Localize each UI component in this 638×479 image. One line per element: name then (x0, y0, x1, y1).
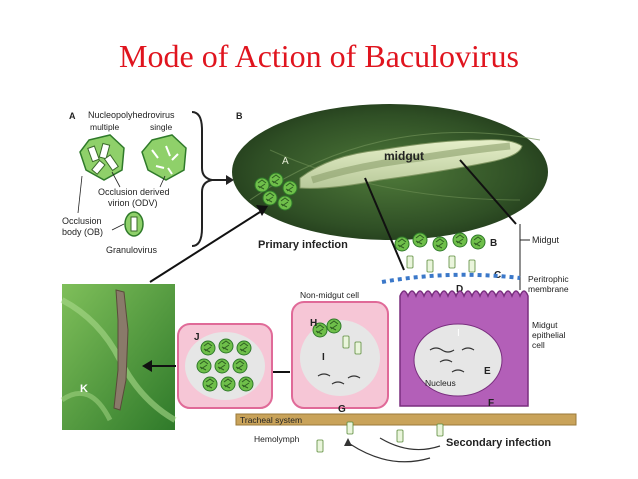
label-g: G (338, 404, 346, 415)
polyhedron-icon (254, 177, 270, 193)
peritrophic-membrane (381, 272, 521, 284)
midgut-label: midgut (384, 149, 424, 163)
peritrophic-label-line2: membrane (528, 284, 569, 294)
polyhedron-icon (262, 190, 278, 206)
non-midgut-cell-label: Non-midgut cell (300, 290, 359, 300)
virion-icon (316, 439, 324, 453)
panel-a: A Nucleopolyhedrovirus multiple single O… (62, 110, 234, 255)
label-k: K (80, 383, 88, 395)
polyhedron-icon (232, 358, 248, 374)
polyhedron-icon (277, 195, 293, 211)
odv-label-line1: Occlusion derived (98, 187, 170, 197)
panel-k-photo: K (60, 284, 177, 430)
label-c: C (494, 270, 501, 281)
epithelial-label-line1: Midgut (532, 320, 558, 330)
polyhedron-icon (214, 358, 230, 374)
primary-infection-label: Primary infection (258, 239, 348, 251)
polyhedron-icon (452, 232, 468, 248)
page-title: Mode of Action of Baculovirus (119, 38, 519, 74)
nucleus-label: Nucleus (425, 378, 456, 388)
odv-label-line2: virion (ODV) (108, 198, 158, 208)
polyhedron-icon (202, 376, 218, 392)
polyhedron-icon (326, 318, 342, 334)
epithelial-label-line3: cell (532, 340, 545, 350)
granulovirus-label: Granulovirus (106, 245, 158, 255)
nucleus (413, 323, 503, 397)
panel-a-letter: A (69, 111, 76, 121)
virion-icon (448, 255, 456, 269)
epithelial-label-line2: epithelial (532, 330, 566, 340)
label-e: E (484, 366, 491, 377)
virion-icon (406, 255, 414, 269)
hemolymph-label: Hemolymph (254, 434, 300, 444)
virion-icon (426, 259, 434, 273)
larva-letter-a: A (282, 156, 289, 167)
polyhedron-icon (196, 358, 212, 374)
polyhedron-icon (412, 232, 428, 248)
label-h: H (310, 318, 317, 329)
tracheal-system (235, 413, 577, 426)
ob-label-line1: Occlusion (62, 216, 102, 226)
midgut-right-label: Midgut (532, 235, 560, 245)
secondary-infection-label: Secondary infection (446, 437, 551, 449)
single-label: single (150, 122, 172, 132)
group-brace (191, 111, 213, 247)
larva-midgut (310, 142, 511, 184)
label-i-right: I (457, 328, 460, 339)
label-b: B (490, 238, 497, 249)
polyhedron-icon (236, 340, 252, 356)
label-j: J (194, 332, 200, 343)
label-i-left: I (322, 352, 325, 363)
virion-icon (342, 335, 350, 349)
virion-icon (468, 259, 476, 273)
label-f: F (488, 398, 494, 409)
cells-diagram: Midgut B C Peritrophic membrane D Nucleu… (142, 224, 577, 463)
virion-icon (354, 341, 362, 355)
multiple-npv-polyhedron-icon (79, 134, 125, 181)
virion-icon (396, 429, 404, 443)
dead-larva (113, 289, 129, 411)
panel-b-letter: B (236, 111, 243, 121)
granulovirus-icon (124, 211, 144, 237)
polyhedron-icon (200, 340, 216, 356)
virion-icon (346, 421, 354, 435)
ob-label-line2: body (OB) (62, 227, 103, 237)
nucleopolyhedrovirus-label: Nucleopolyhedrovirus (88, 110, 175, 120)
polyhedron-icon (268, 172, 284, 188)
non-midgut-nucleus (300, 320, 380, 396)
panel-b: B midgut A Primary infection (232, 104, 548, 271)
polyhedron-icon (470, 234, 486, 250)
virion-icon (436, 423, 444, 437)
single-npv-polyhedron-icon (141, 134, 187, 181)
polyhedron-icon (394, 236, 410, 252)
polyhedron-icon (220, 376, 236, 392)
polyhedron-icon (238, 376, 254, 392)
peritrophic-label-line1: Peritrophic (528, 274, 569, 284)
multiple-label: multiple (90, 122, 120, 132)
polyhedron-icon (432, 236, 448, 252)
polyhedron-icon (218, 338, 234, 354)
label-d: D (456, 284, 463, 295)
polyhedron-icon (282, 180, 298, 196)
tracheal-system-label: Tracheal system (240, 415, 302, 425)
